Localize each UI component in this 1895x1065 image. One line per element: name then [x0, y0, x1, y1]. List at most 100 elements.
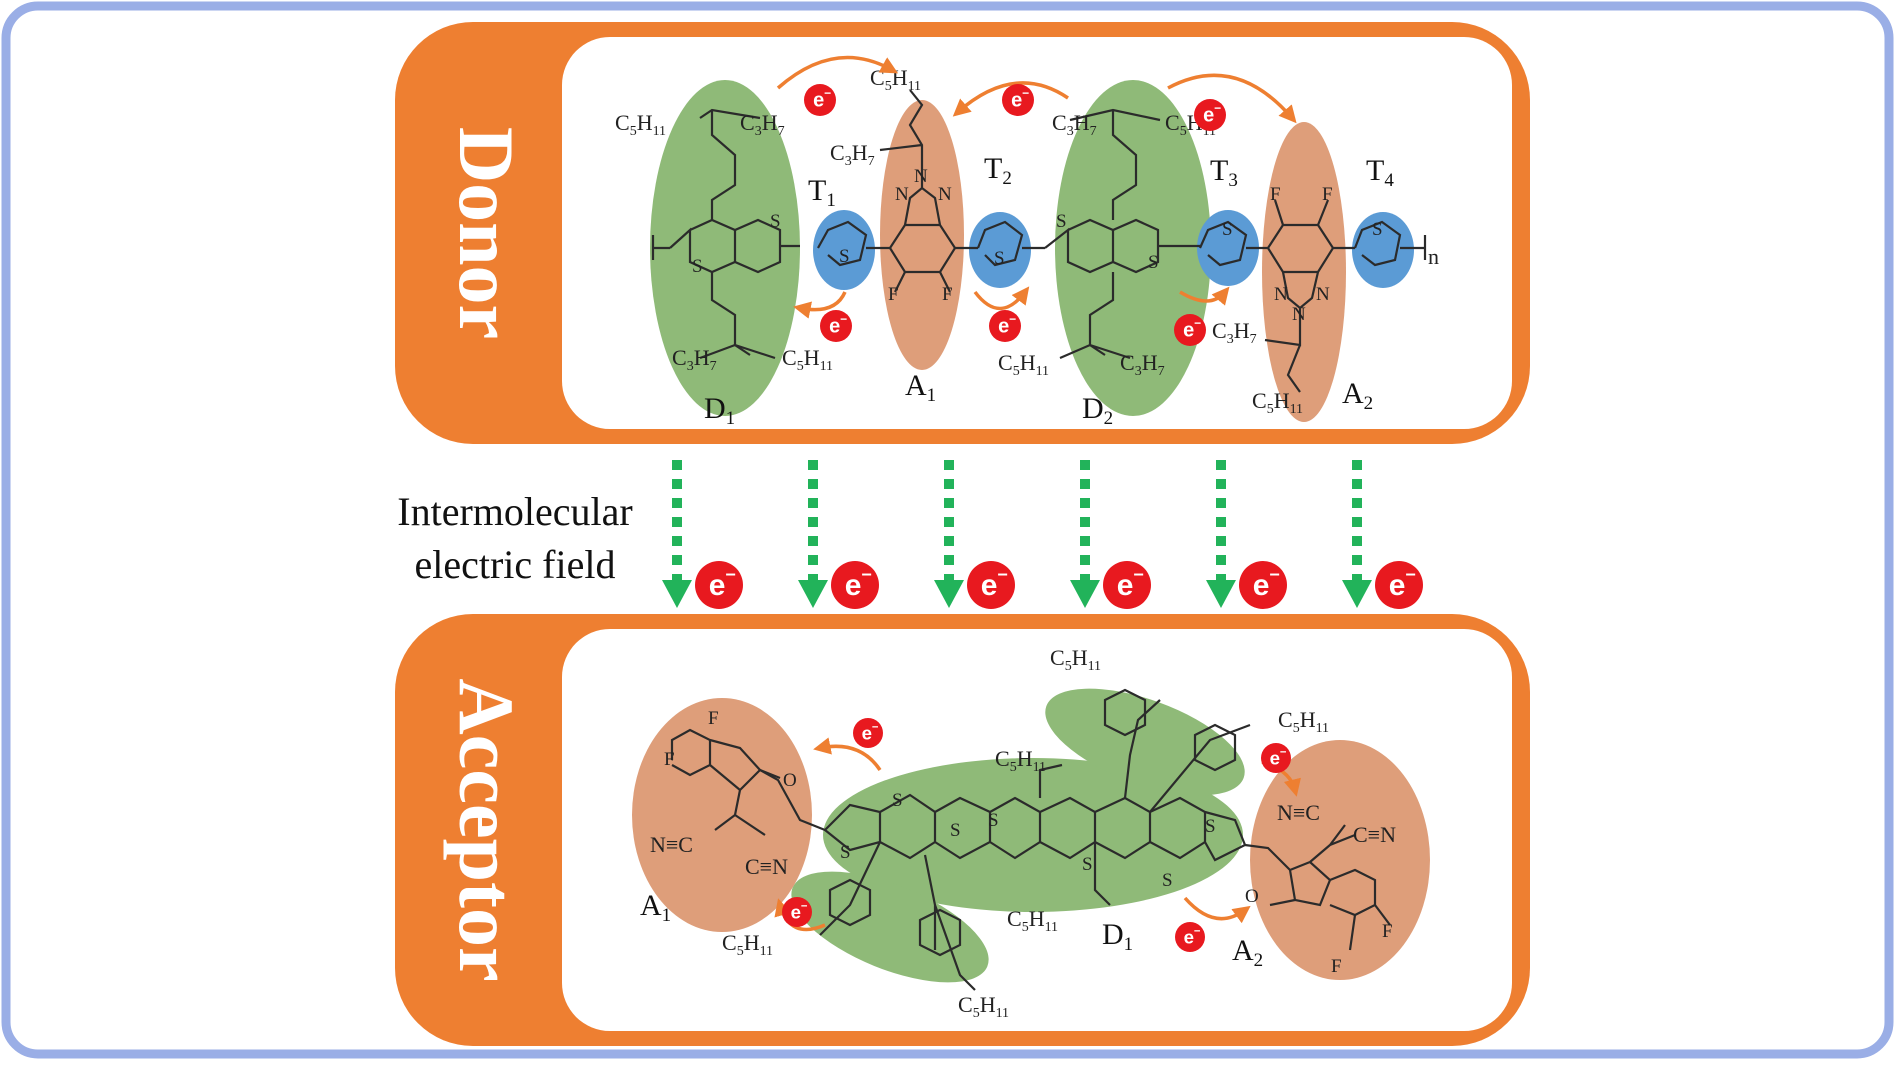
field-label-line2: electric field: [415, 542, 616, 587]
bracket-right: [1410, 235, 1427, 260]
a1-nitrile-left: N≡C: [650, 832, 693, 857]
electron-symbol: e: [829, 316, 840, 338]
electron-charge: −: [1133, 565, 1144, 585]
a1-nitrogen-1: N: [895, 184, 909, 205]
a1-fluorine-2: F: [664, 749, 675, 770]
acceptor-title: Acceptor: [443, 678, 530, 981]
acc-alkyl-c5h11-6: C5H11: [958, 992, 1009, 1021]
transfer-arrow-t3: [1179, 286, 1230, 306]
a2-fluorine-2: F: [1322, 184, 1333, 205]
electron-symbol: e: [1389, 569, 1406, 602]
acc-transfer-arrow-4: [1183, 896, 1251, 924]
alkyl-c3h7-5: C3H7: [1120, 350, 1165, 379]
a2-nitrogen-3: N: [1292, 304, 1306, 325]
donor-title: Donor: [443, 127, 530, 339]
electron-symbol: e: [791, 901, 801, 922]
phenyl-ring-lower-2: [918, 908, 962, 957]
acceptor-unit-labels: A1 D1 A2: [640, 889, 1263, 971]
electron-symbol: e: [1183, 320, 1194, 342]
alkyl-c3h7-6: C3H7: [1212, 318, 1257, 347]
donor-atom-labels: S S S S S S S S N N N F F F F N N N: [692, 166, 1383, 325]
acceptor-unit-a1: [632, 698, 812, 932]
acceptor-alkyl-labels: C5H11 C5H11 C5H11 C5H11 C5H11 C5H11: [722, 645, 1329, 1021]
transfer-arrow-d2-a2: [1167, 73, 1297, 124]
a1-nitrile-right: C≡N: [745, 854, 788, 879]
a1-substituents: [894, 246, 978, 293]
t2-ring: [976, 220, 1045, 267]
core-sulfur-2: S: [892, 790, 903, 811]
d1-sulfur-2: S: [770, 211, 781, 232]
field-arrow-head: [1070, 580, 1100, 608]
field-arrow-head: [1342, 580, 1372, 608]
electron-charge: −: [1022, 86, 1029, 100]
label-a2: A2: [1342, 377, 1373, 414]
bracket-left: [651, 235, 670, 260]
a1-fluorine-2: F: [942, 284, 953, 305]
core-sulfur-3: S: [950, 820, 961, 841]
a2-fluorine-1: F: [1270, 184, 1281, 205]
field-arrow-head: [934, 580, 964, 608]
t2-sulfur: S: [994, 248, 1005, 269]
repeat-unit-n: n: [1428, 244, 1439, 269]
label-t4: T4: [1366, 154, 1394, 191]
electron-charge: −: [725, 565, 736, 585]
d2-rings: [1044, 218, 1200, 274]
phenyl-ring-lower-1: [828, 878, 872, 927]
electron-symbol: e: [1011, 90, 1022, 112]
electron-symbol: e: [998, 316, 1009, 338]
d1-sulfur-1: S: [692, 256, 703, 277]
electron-symbol: e: [1184, 926, 1194, 947]
field-arrow-head: [1206, 580, 1236, 608]
electron-charge: −: [824, 86, 831, 100]
donor-transfer-arrows: [776, 55, 1297, 319]
core-sulfur-1: S: [840, 842, 851, 863]
a1-fluorine-1: F: [888, 284, 899, 305]
field-arrow-head: [798, 580, 828, 608]
acc-label-d1: D1: [1102, 918, 1133, 955]
electron-charge: −: [997, 565, 1008, 585]
core-sulfur-5: S: [1082, 854, 1093, 875]
a1-fluorine-1: F: [708, 708, 719, 729]
electron-symbol: e: [709, 569, 726, 602]
acc-transfer-arrow-1: [813, 737, 882, 771]
t3-ring: [1198, 220, 1268, 267]
acc-alkyl-c5h11-4: C5H11: [1007, 906, 1058, 935]
acceptor-unit-a2: [1250, 740, 1430, 980]
t1-sulfur: S: [839, 246, 850, 267]
acc-alkyl-c5h11-5: C5H11: [722, 930, 773, 959]
electron-charge: −: [1280, 746, 1287, 758]
a2-nitrogen-1: N: [1274, 284, 1288, 305]
label-t3: T3: [1210, 154, 1238, 191]
transfer-arrow-t1-d1: [793, 291, 847, 319]
d2-sulfur-2: S: [1148, 252, 1159, 273]
alkyl-c3h7-1: C3H7: [740, 110, 785, 139]
label-d2: D2: [1082, 392, 1113, 429]
core-sulfur-7: S: [1205, 816, 1216, 837]
electron-symbol: e: [845, 569, 862, 602]
acc-label-a1: A1: [640, 889, 671, 926]
d2-side-chains: [1059, 108, 1161, 360]
electron-icon: e−: [1002, 84, 1034, 116]
core-side-chains: [819, 699, 1251, 991]
acc-alkyl-c5h11-3: C5H11: [995, 746, 1046, 775]
a2-oxygen: O: [1245, 886, 1259, 907]
a2-substituents: [1269, 898, 1391, 951]
core-fused-rings: [823, 793, 1247, 862]
alkyl-c3h7-4: C3H7: [672, 345, 717, 374]
field-arrows-layer: [662, 460, 1372, 608]
a2-fluorine-1: F: [1382, 921, 1393, 942]
t1-ring: [817, 220, 868, 267]
electron-icon: e−: [782, 897, 812, 927]
electron-symbol: e: [1117, 569, 1134, 602]
alkyl-c3h7-2: C3H7: [830, 140, 875, 169]
electron-icon: e−: [1375, 561, 1423, 609]
label-a1: A1: [905, 369, 936, 406]
electron-charge: −: [1269, 565, 1280, 585]
acceptor-atom-labels: F F O N≡C C≡N S S S S S S S N≡C C≡N O F …: [650, 708, 1396, 977]
electron-charge: −: [1214, 101, 1221, 115]
electron-icon: e−: [989, 310, 1021, 342]
label-d1: D1: [704, 392, 735, 429]
electron-charge: −: [1194, 925, 1201, 937]
a1-nitrogen-2: N: [914, 166, 928, 187]
